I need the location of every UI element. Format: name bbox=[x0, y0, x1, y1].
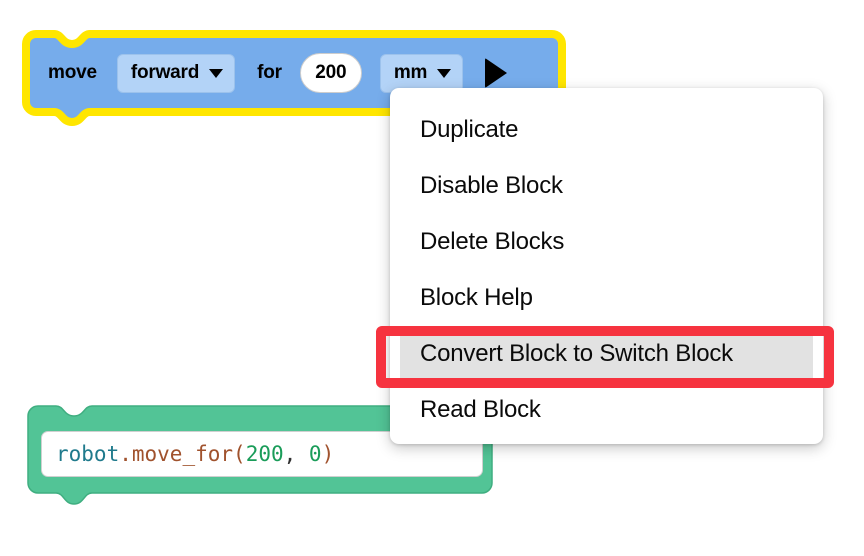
code-block[interactable]: robot.move_for(200, 0) bbox=[26, 404, 496, 524]
code-token-dot: . bbox=[119, 442, 132, 466]
code-token-arg2: 0 bbox=[308, 442, 322, 466]
code-token-object: robot bbox=[56, 442, 120, 466]
menu-item-block-help[interactable]: Block Help bbox=[390, 270, 823, 326]
menu-item-delete-blocks[interactable]: Delete Blocks bbox=[390, 214, 823, 270]
code-token-open-paren: ( bbox=[233, 442, 246, 466]
menu-item-label: Convert Block to Switch Block bbox=[420, 340, 733, 367]
code-token-close-paren: ) bbox=[321, 442, 335, 466]
code-text: robot.move_for(200, 0) bbox=[42, 442, 334, 466]
menu-item-disable-block[interactable]: Disable Block bbox=[390, 158, 823, 214]
menu-item-label: Duplicate bbox=[420, 116, 519, 143]
menu-item-label: Delete Blocks bbox=[420, 228, 565, 255]
menu-item-convert-block-to-switch-block[interactable]: Convert Block to Switch Block bbox=[400, 326, 813, 382]
context-menu[interactable]: Duplicate Disable Block Delete Blocks Bl… bbox=[390, 88, 823, 444]
context-menu-list: Duplicate Disable Block Delete Blocks Bl… bbox=[390, 102, 823, 438]
menu-item-duplicate[interactable]: Duplicate bbox=[390, 102, 823, 158]
code-token-arg1: 200 bbox=[245, 442, 284, 466]
code-token-comma: , bbox=[283, 442, 309, 466]
menu-item-label: Disable Block bbox=[420, 172, 563, 199]
menu-item-read-block[interactable]: Read Block bbox=[390, 382, 823, 438]
menu-item-label: Block Help bbox=[420, 284, 533, 311]
menu-item-label: Read Block bbox=[420, 396, 541, 423]
code-token-function: move_for bbox=[131, 442, 234, 466]
